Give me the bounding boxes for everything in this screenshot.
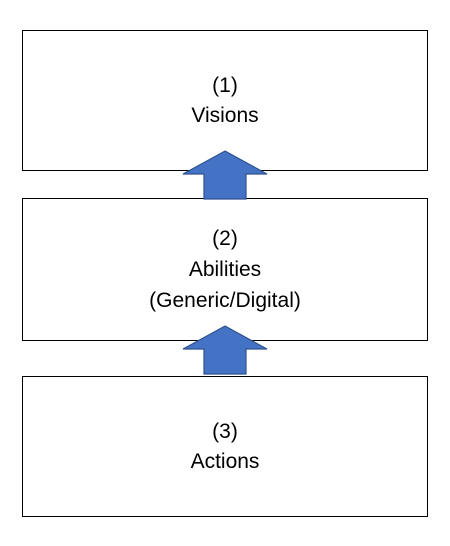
box-label-abilities: Abilities [188,257,262,281]
box-visions: (1) Visions [22,30,428,171]
box-actions: (3) Actions [22,376,428,517]
box-sublabel-abilities: (Generic/Digital) [149,288,301,312]
up-arrow-icon [182,325,268,375]
box-abilities: (2) Abilities (Generic/Digital) [22,198,428,341]
up-arrow-icon [182,150,268,200]
box-label-actions: Actions [190,449,260,473]
box-number-1: (1) [212,73,238,97]
box-number-2: (2) [212,226,238,250]
box-number-3: (3) [212,419,238,443]
box-label-visions: Visions [191,103,259,127]
